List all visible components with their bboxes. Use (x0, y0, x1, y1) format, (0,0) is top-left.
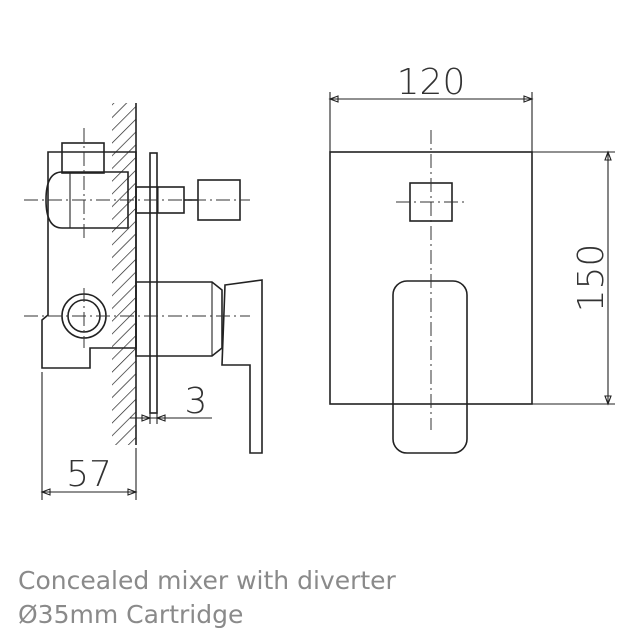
side-view: 57 3 (24, 103, 263, 500)
top-inlet (61, 142, 105, 174)
dim-150-label: 150 (571, 244, 612, 313)
dim-57-label: 57 (66, 454, 112, 495)
dim-3-label: 3 (185, 381, 208, 422)
wall-plate (149, 152, 158, 414)
valve-body (41, 151, 137, 369)
lever-handle (221, 279, 263, 454)
dim-120-label: 120 (397, 62, 466, 103)
main-inlet (45, 171, 129, 229)
lever-front (392, 280, 468, 454)
front-view: 120 150 (328, 62, 615, 454)
caption-product: Concealed mixer with diverter (18, 566, 396, 595)
lever-housing (135, 281, 223, 357)
caption-cartridge: Ø35mm Cartridge (18, 600, 244, 629)
wall-hatch (112, 103, 136, 445)
